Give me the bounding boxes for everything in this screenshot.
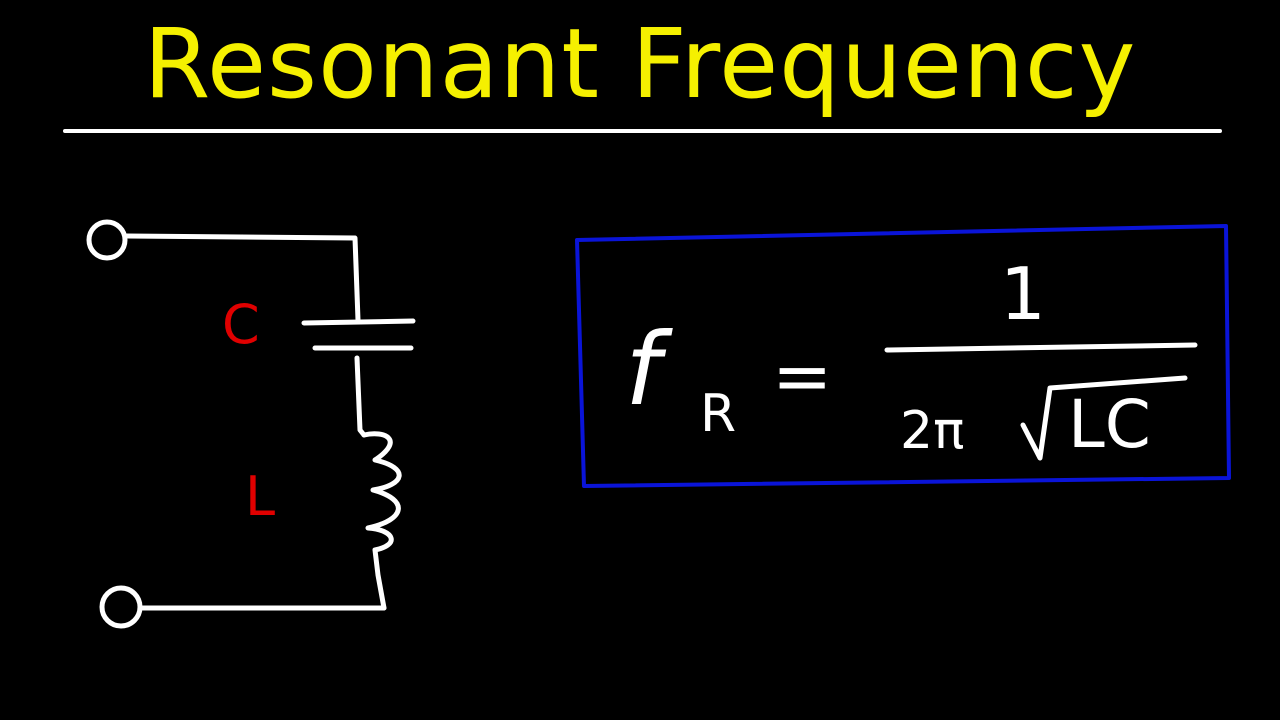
capacitor-plate-top xyxy=(301,318,416,326)
capacitor-label: C xyxy=(222,293,260,356)
fraction-bar xyxy=(884,342,1198,353)
sqrt-sign xyxy=(1020,375,1188,461)
formula-denominator-prefix: 2π xyxy=(900,401,965,461)
top-wire xyxy=(122,233,361,323)
formula-lhs: f xyxy=(625,311,661,428)
inductor-coil xyxy=(361,431,402,611)
middle-wire xyxy=(354,355,367,438)
formula-radicand: LC xyxy=(1068,386,1151,463)
title-underline xyxy=(63,129,1222,133)
formula-lhs-subscript: R xyxy=(700,384,737,444)
top-terminal xyxy=(86,219,128,261)
inductor-label: L xyxy=(245,465,276,528)
formula-equals: = xyxy=(772,334,833,418)
formula-numerator: 1 xyxy=(1000,252,1046,336)
formula-box xyxy=(575,224,1231,488)
bottom-terminal xyxy=(99,585,143,629)
page-title: Resonant Frequency xyxy=(143,8,1137,120)
